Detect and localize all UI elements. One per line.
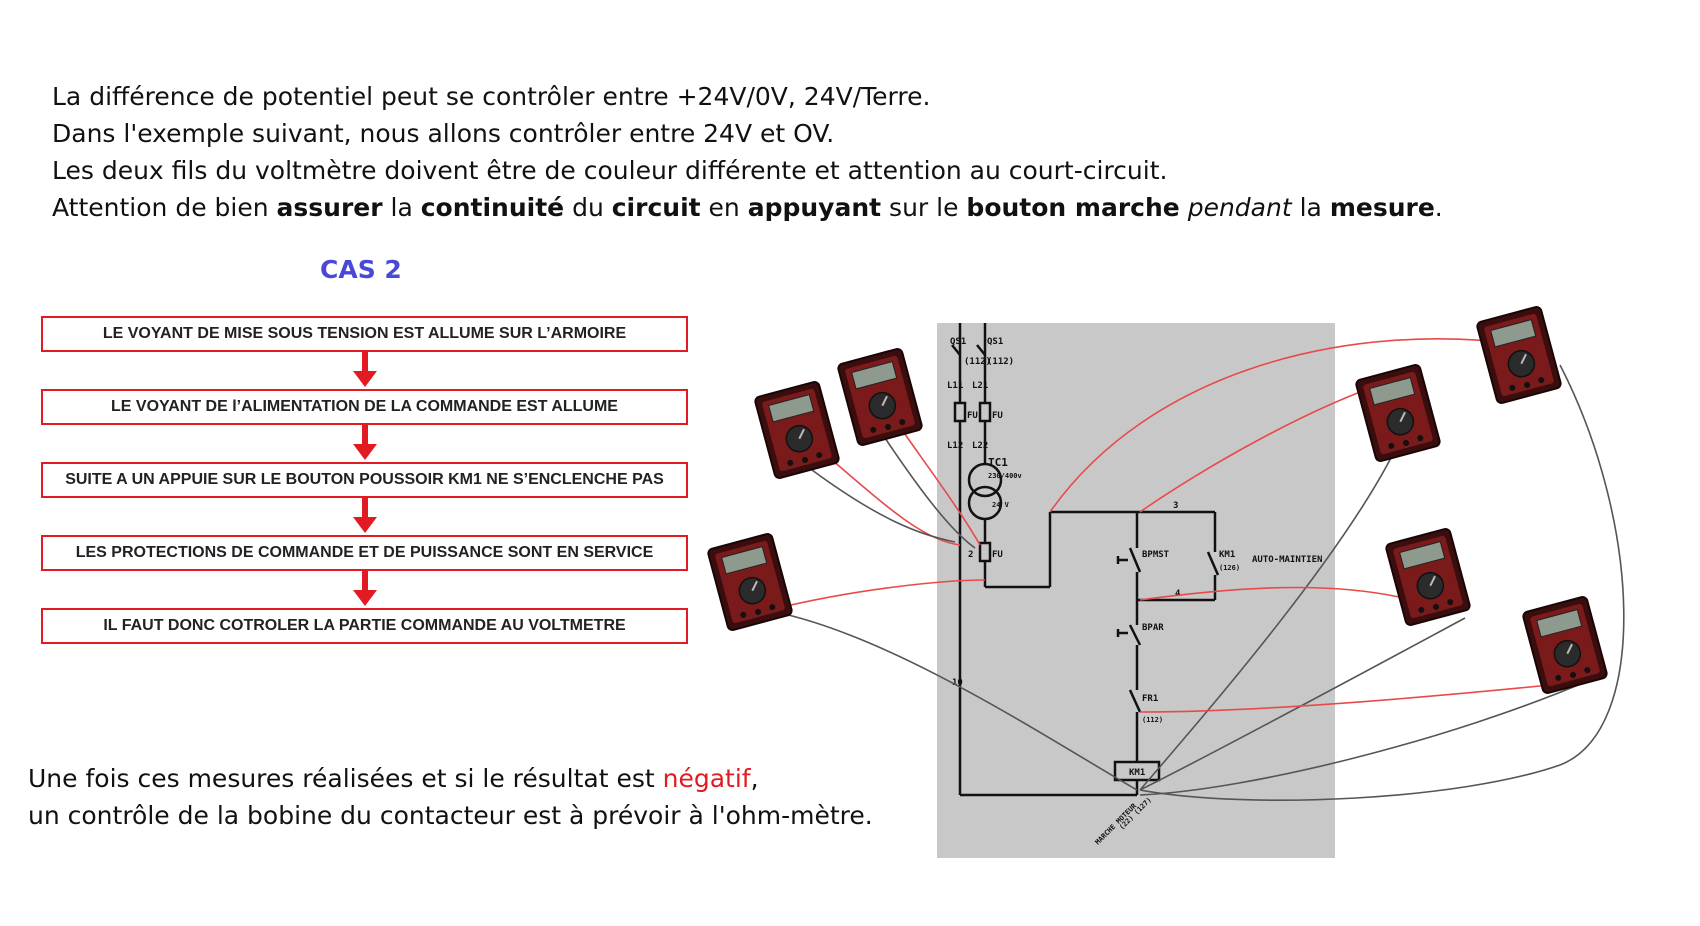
- schematic-label: FR1: [1142, 694, 1158, 704]
- black-lead: [1139, 364, 1625, 801]
- down-arrow-icon: [353, 498, 377, 535]
- text-fragment: la: [1291, 193, 1330, 222]
- text-fragment: en: [700, 193, 748, 222]
- multimeter-icon: [1384, 526, 1472, 628]
- schematic-label: BPAR: [1142, 623, 1164, 633]
- conclusion-line-2: un contrôle de la bobine du contacteur e…: [28, 801, 873, 830]
- multimeter-icon: [1521, 594, 1609, 696]
- schematic-label: (112): [964, 357, 991, 367]
- schematic-label: (126): [1219, 564, 1240, 572]
- schematic-label: 10: [952, 678, 963, 688]
- schematic-label: AUTO-MAINTIEN: [1252, 555, 1322, 565]
- intro-line-4: Attention de bien assurer la continuité …: [52, 189, 1443, 226]
- italic-fragment: pendant: [1187, 193, 1292, 222]
- schematic-label: 4: [1175, 589, 1181, 599]
- text-fragment: .: [1434, 193, 1443, 222]
- red-lead: [1139, 684, 1551, 713]
- schematic-label: (112): [1142, 716, 1163, 724]
- bold-fragment: mesure: [1329, 193, 1435, 222]
- schematic-label: 230/400v: [988, 472, 1022, 480]
- text-fragment: Attention de bien: [52, 193, 277, 222]
- text-fragment: ,: [750, 764, 759, 793]
- schematic-label: L21: [972, 381, 988, 391]
- circuit-wires: [951, 323, 1220, 797]
- measurement-leads: [769, 338, 1625, 801]
- schematic-label: TC1: [988, 456, 1008, 469]
- case-title: CAS 2: [320, 255, 402, 284]
- schematic-label: KM1: [1129, 768, 1145, 778]
- down-arrow-icon: [353, 571, 377, 608]
- multimeter-icon: [1354, 362, 1442, 464]
- schematic-label: L11: [947, 381, 963, 391]
- negative-word: négatif: [662, 764, 751, 793]
- bold-fragment: continuité: [420, 193, 565, 222]
- schematic-label: L22: [972, 441, 988, 451]
- intro-line-1: La différence de potentiel peut se contr…: [52, 82, 931, 111]
- down-arrow-icon: [353, 352, 377, 389]
- text-fragment: Une fois ces mesures réalisées et si le …: [28, 764, 663, 793]
- red-lead: [1139, 586, 1431, 606]
- schematic-label: KM1: [1219, 550, 1235, 560]
- intro-line-2: Dans l'exemple suivant, nous allons cont…: [52, 119, 835, 148]
- schematic-label: FU: [992, 411, 1003, 421]
- flow-step-5: IL FAUT DONC COTROLER LA PARTIE COMMANDE…: [41, 608, 688, 644]
- flow-step-1: LE VOYANT DE MISE SOUS TENSION EST ALLUM…: [41, 316, 688, 352]
- schematic-label: L12: [947, 441, 963, 451]
- bold-fragment: appuyant: [747, 193, 882, 222]
- text-fragment: du: [564, 193, 612, 222]
- schematic-label: (112): [987, 357, 1014, 367]
- black-lead: [1139, 449, 1396, 791]
- red-lead: [819, 449, 961, 546]
- schematic-label: 2: [968, 550, 973, 560]
- conclusion-text: Une fois ces mesures réalisées et si le …: [28, 760, 873, 834]
- schematic-label: QS1: [987, 337, 1003, 347]
- bold-fragment: assurer: [276, 193, 383, 222]
- red-lead: [769, 579, 986, 611]
- schematic-label: BPMST: [1142, 550, 1170, 560]
- flow-step-3: SUITE A UN APPUIE SUR LE BOUTON POUSSOIR…: [41, 462, 688, 498]
- multimeter-icon: [836, 346, 924, 448]
- multimeter-icon: [753, 379, 841, 481]
- flow-step-4: LES PROTECTIONS DE COMMANDE ET DE PUISSA…: [41, 535, 688, 571]
- bold-fragment: circuit: [611, 193, 701, 222]
- black-lead: [884, 437, 976, 549]
- black-lead: [779, 612, 1138, 791]
- conclusion-line-1: Une fois ces mesures réalisées et si le …: [28, 760, 873, 797]
- black-lead: [811, 469, 956, 543]
- black-lead: [1139, 617, 1466, 791]
- schematic-label: FU: [992, 550, 1003, 560]
- multimeter-icon: [706, 531, 794, 633]
- multimeter-icon: [1475, 304, 1563, 406]
- intro-line-3: Les deux fils du voltmètre doivent être …: [52, 156, 1168, 185]
- red-lead: [1049, 338, 1526, 513]
- black-lead: [1139, 679, 1591, 796]
- schematic-label: QS1: [950, 337, 966, 347]
- text-fragment: sur le: [881, 193, 967, 222]
- bold-fragment: bouton marche: [966, 193, 1180, 222]
- text-fragment: la: [382, 193, 421, 222]
- schematic-label: FU: [967, 411, 978, 421]
- flow-step-2: LE VOYANT DE l’ALIMENTATION DE LA COMMAN…: [41, 389, 688, 425]
- schematic-label: 24 V: [992, 501, 1010, 509]
- down-arrow-icon: [353, 425, 377, 462]
- intro-text: La différence de potentiel peut se contr…: [52, 78, 1443, 226]
- red-lead: [894, 419, 981, 546]
- schematic-label: 3: [1173, 501, 1178, 511]
